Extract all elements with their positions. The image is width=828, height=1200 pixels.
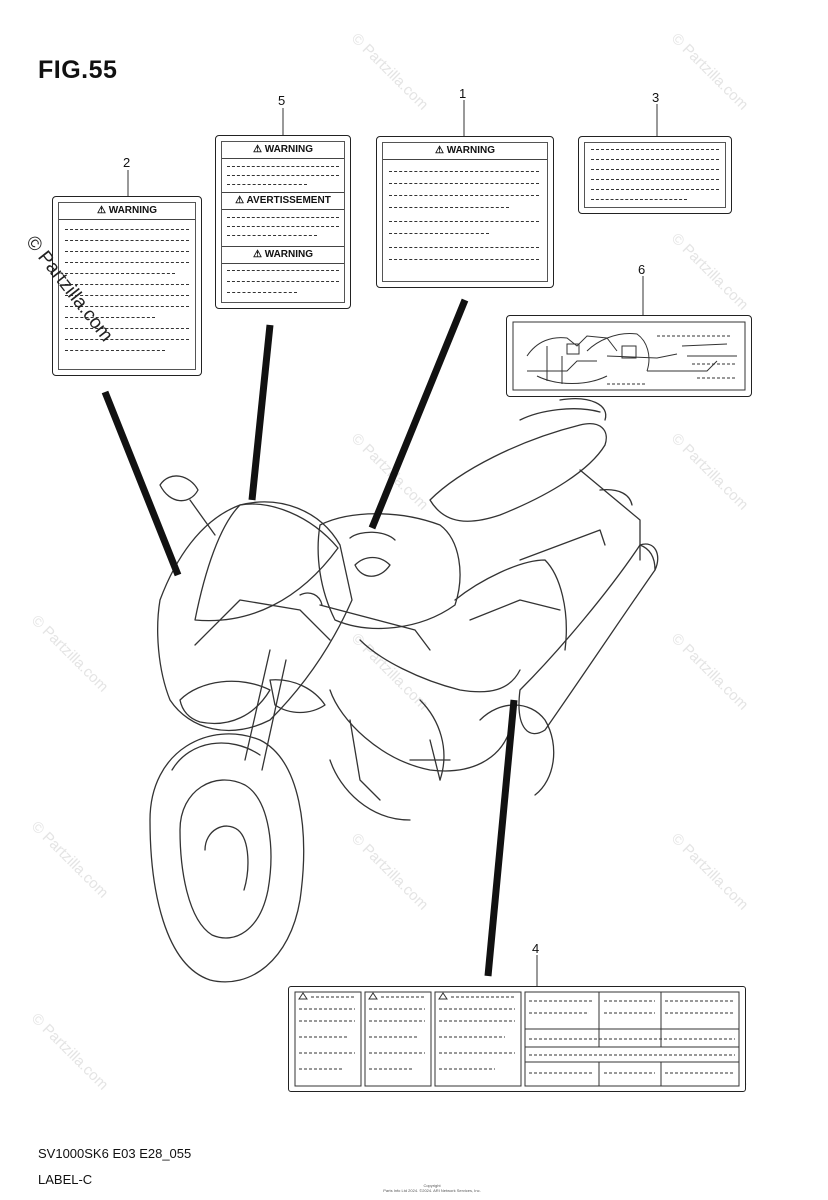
text-line	[389, 259, 539, 260]
text-line	[227, 166, 339, 167]
label-5-avertissement-header: ⚠ AVERTISSEMENT	[222, 192, 344, 210]
text-line	[227, 235, 317, 236]
hose-routing-diagram	[512, 321, 746, 391]
text-line	[389, 247, 539, 248]
text-line	[389, 171, 539, 172]
text-line	[227, 184, 307, 185]
callout-4: 4	[532, 941, 540, 956]
text-line	[389, 183, 539, 184]
text-line	[65, 306, 189, 307]
text-line	[227, 281, 339, 282]
callout-1: 1	[459, 86, 467, 101]
label-5-warning-header-2: ⚠ WARNING	[222, 246, 344, 264]
text-line	[389, 195, 539, 196]
label-1-warning-header: ⚠ WARNING	[383, 143, 547, 160]
text-line	[591, 159, 719, 160]
text-line	[227, 217, 339, 218]
text-line	[227, 292, 297, 293]
text-line	[65, 328, 189, 329]
figure-code: SV1000SK6 E03 E28_055	[38, 1146, 192, 1161]
callout-6: 6	[638, 262, 646, 277]
text-line	[65, 251, 189, 252]
text-line	[65, 284, 189, 285]
text-line	[65, 295, 189, 296]
figure-title: FIG.55	[38, 56, 118, 84]
label-6	[506, 315, 752, 397]
label-2: ⚠ WARNING	[52, 196, 202, 376]
label-3	[578, 136, 732, 214]
callout-3: 3	[652, 90, 660, 105]
label-2-warning-header: ⚠ WARNING	[59, 203, 195, 220]
text-line	[65, 229, 189, 230]
label-1-frame: ⚠ WARNING	[382, 142, 548, 282]
text-line	[591, 149, 719, 150]
callout-5: 5	[278, 93, 286, 108]
text-line	[591, 169, 719, 170]
label-5-warning-header: ⚠ WARNING	[222, 142, 344, 159]
text-line	[227, 175, 339, 176]
text-line	[227, 270, 339, 271]
copyright-line: Copyright	[423, 1183, 441, 1188]
figure-section: LABEL-C	[38, 1172, 93, 1187]
text-line	[389, 233, 489, 234]
text-line	[591, 179, 719, 180]
text-line	[389, 221, 539, 222]
label-5-frame: ⚠ WARNING ⚠ AVERTISSEMENT ⚠ WARNING	[221, 141, 345, 303]
text-line	[227, 226, 339, 227]
text-line	[65, 317, 155, 318]
text-line	[591, 189, 719, 190]
text-line	[591, 199, 687, 200]
text-line	[65, 262, 189, 263]
text-line	[65, 240, 189, 241]
label-4	[288, 986, 746, 1092]
text-line	[389, 207, 509, 208]
text-line	[65, 273, 175, 274]
copyright-notice: Copyright Parts Info Ltd 2024. ©2024. AR…	[372, 1183, 492, 1193]
label-3-frame	[584, 142, 726, 208]
text-line	[65, 350, 165, 351]
copyright-line: Parts Info Ltd 2024. ©2024. ARI Network …	[383, 1188, 481, 1193]
label-5: ⚠ WARNING ⚠ AVERTISSEMENT ⚠ WARNING	[215, 135, 351, 309]
label-1: ⚠ WARNING	[376, 136, 554, 288]
label-4-panels	[294, 991, 740, 1087]
label-2-frame: ⚠ WARNING	[58, 202, 196, 370]
callout-2: 2	[123, 155, 131, 170]
text-line	[65, 339, 189, 340]
